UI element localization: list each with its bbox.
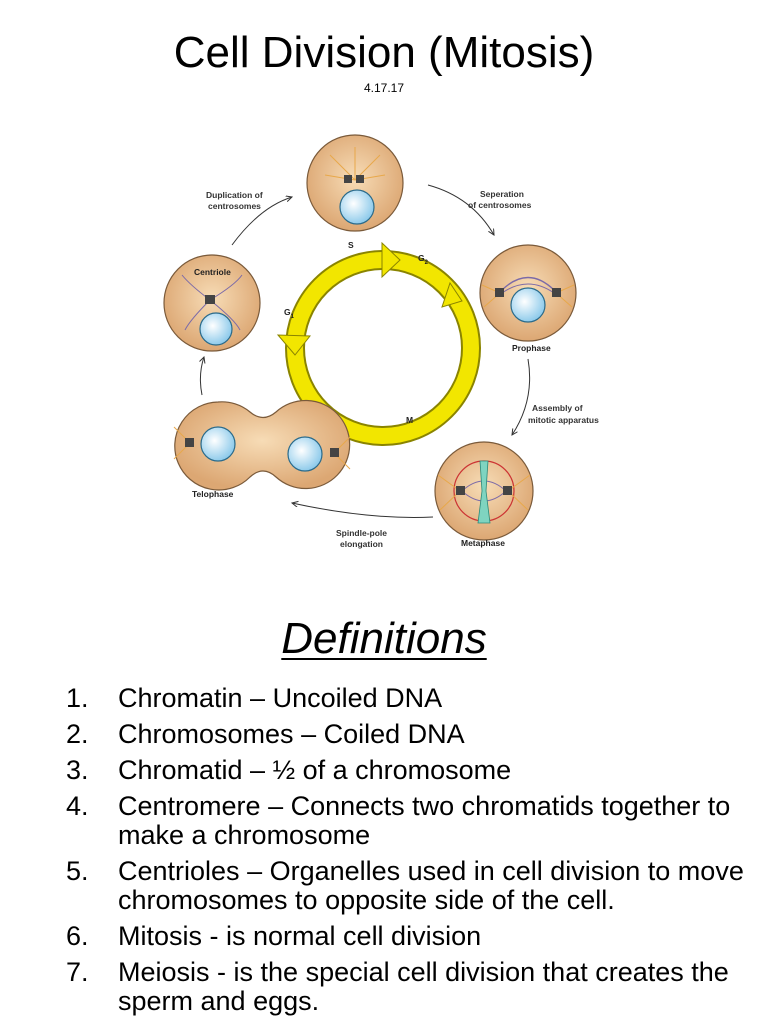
centrosome-icon xyxy=(495,288,504,297)
centriole-icon xyxy=(205,295,215,304)
cell-centriole: Centriole xyxy=(163,254,261,352)
separator: – xyxy=(239,856,270,886)
spindle-label-2: elongation xyxy=(340,539,383,549)
cell-top xyxy=(306,134,404,232)
term: Centromere xyxy=(118,791,261,821)
assembly-label-2: mitotic apparatus xyxy=(528,415,599,425)
definitions-list: 1. Chromatin – Uncoiled DNA 2. Chromosom… xyxy=(66,684,746,1023)
phase-g1-label: G1 xyxy=(284,307,295,320)
nucleus-icon xyxy=(339,189,375,225)
duplication-label-1: Duplication of xyxy=(206,190,263,200)
nucleus-icon xyxy=(200,426,236,462)
centrosome-icon xyxy=(185,438,194,447)
item-number: 7. xyxy=(66,957,89,987)
separation-label-1: Seperation xyxy=(480,189,524,199)
term: Centrioles xyxy=(118,856,240,886)
cell-telophase: Telophase xyxy=(173,399,351,499)
separator: – xyxy=(260,791,291,821)
centrosome-icon xyxy=(503,486,512,495)
cell-prophase: Prophase xyxy=(479,244,577,353)
item-number: 1. xyxy=(66,683,89,713)
definition-item: 6. Mitosis - is normal cell division xyxy=(66,922,746,951)
chromosome-icon xyxy=(477,460,491,524)
definition-item: 7. Meiosis - is the special cell divisio… xyxy=(66,958,746,1016)
description: Uncoiled DNA xyxy=(272,683,443,713)
description: is the special cell division that create… xyxy=(118,957,729,1016)
phase-g2-label: G2 xyxy=(418,253,429,266)
item-number: 4. xyxy=(66,791,89,821)
centriole-label: Centriole xyxy=(194,267,231,277)
metaphase-label: Metaphase xyxy=(461,538,505,548)
centrosome-icon xyxy=(552,288,561,297)
cell-cycle-ring: S G2 G1 M xyxy=(276,240,481,446)
definition-item: 4. Centromere – Connects two chromatids … xyxy=(66,792,746,850)
term: Chromatin xyxy=(118,683,243,713)
description: Connects two chromatids together to make… xyxy=(118,791,731,850)
definition-item: 2. Chromosomes – Coiled DNA xyxy=(66,720,746,749)
term: Mitosis xyxy=(118,921,203,951)
definition-item: 1. Chromatin – Uncoiled DNA xyxy=(66,684,746,713)
nucleus-icon xyxy=(199,312,233,346)
separation-label-2: of centrosomes xyxy=(468,200,532,210)
duplication-label-2: centrosomes xyxy=(208,201,261,211)
item-number: 3. xyxy=(66,755,89,785)
separator: – xyxy=(293,719,324,749)
cycle-arrowhead-g2 xyxy=(441,281,463,308)
item-number: 5. xyxy=(66,856,89,886)
description: ½ of a chromosome xyxy=(272,755,512,785)
separator: - xyxy=(202,921,227,951)
arrow-telophase-to-g1 xyxy=(200,357,204,396)
prophase-label: Prophase xyxy=(512,343,551,353)
assembly-label-1: Assembly of xyxy=(532,403,583,413)
phase-s-label: S xyxy=(348,240,354,250)
item-number: 6. xyxy=(66,921,89,951)
separator: - xyxy=(209,957,234,987)
cell-cycle-svg: S G2 G1 M Centriole xyxy=(163,134,599,549)
item-number: 2. xyxy=(66,719,89,749)
cell-metaphase: Metaphase xyxy=(434,441,534,548)
stage-arrows xyxy=(200,184,531,518)
separator: – xyxy=(242,683,273,713)
centrosome-icon xyxy=(344,175,352,183)
cycle-arrowhead-g1 xyxy=(276,334,312,356)
description: is normal cell division xyxy=(226,921,482,951)
centrosome-icon xyxy=(330,448,339,457)
arrow-assembly xyxy=(512,358,531,435)
nucleus-icon xyxy=(287,436,323,472)
term: Meiosis xyxy=(118,957,210,987)
cell-cycle-diagram: S G2 G1 M Centriole xyxy=(150,125,620,565)
telophase-label: Telophase xyxy=(192,489,234,499)
definitions-heading: Definitions xyxy=(281,614,487,663)
definition-item: 3. Chromatid – ½ of a chromosome xyxy=(66,756,746,785)
phase-m-label: M xyxy=(406,415,413,425)
centrosome-icon xyxy=(456,486,465,495)
term: Chromatid xyxy=(118,755,243,785)
spindle-label-1: Spindle-pole xyxy=(336,528,387,538)
nucleus-icon xyxy=(510,287,546,323)
description: Organelles used in cell division to move… xyxy=(118,856,744,915)
arrow-spindle xyxy=(292,503,434,518)
separator: – xyxy=(242,755,273,785)
date: 4.17.17 xyxy=(363,81,405,95)
arrow-separation xyxy=(427,184,494,235)
page-title: Cell Division (Mitosis) xyxy=(173,28,595,77)
arrow-duplication xyxy=(231,197,292,246)
cycle-arrowhead-s xyxy=(381,241,401,279)
centrosome-icon xyxy=(356,175,364,183)
term: Chromosomes xyxy=(118,719,294,749)
definition-item: 5. Centrioles – Organelles used in cell … xyxy=(66,857,746,915)
description: Coiled DNA xyxy=(323,719,465,749)
